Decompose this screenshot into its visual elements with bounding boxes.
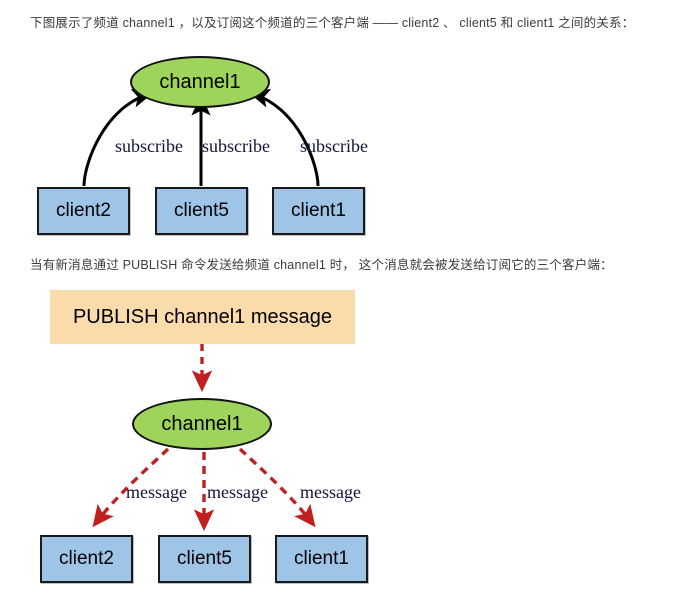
edge-label-message-2: message — [207, 482, 268, 502]
edge-client1-subscribe — [248, 88, 320, 187]
client-node-client1-subscribe[interactable]: client1 — [272, 187, 365, 235]
channel-node-subscribe[interactable]: channel1 — [130, 56, 270, 108]
publish-diagram: PUBLISH channel1 message channel1 messag… — [0, 286, 680, 602]
publish-diagram-edges — [92, 344, 316, 532]
publish-paragraph: 当有新消息通过 PUBLISH 命令发送给频道 channel1 时， 这个消息… — [30, 258, 613, 272]
edge-label-subscribe-1: subscribe — [115, 136, 183, 156]
channel-node-label: channel1 — [159, 70, 241, 93]
channel-node-label: channel1 — [161, 412, 243, 435]
client-node-client1-publish[interactable]: client1 — [275, 535, 368, 583]
intro-paragraph: 下图展示了频道 channel1 ，以及订阅这个频道的三个客户端 —— clie… — [30, 16, 635, 30]
client-node-label: client2 — [59, 548, 114, 569]
client-node-client5-subscribe[interactable]: client5 — [155, 187, 248, 235]
edge-label-subscribe-2: subscribe — [202, 136, 270, 156]
publish-command-label: PUBLISH channel1 message — [72, 305, 333, 328]
client-node-label: client5 — [174, 200, 229, 221]
client-node-client5-publish[interactable]: client5 — [158, 535, 251, 583]
client-node-label: client2 — [56, 200, 111, 221]
edge-label-message-3: message — [300, 482, 361, 502]
subscribe-diagram: channel1 subscribe subscribe subscribe c… — [0, 46, 680, 246]
subscribe-diagram-edges — [82, 88, 320, 187]
client-node-label: client1 — [291, 200, 346, 221]
client-node-client2-subscribe[interactable]: client2 — [37, 187, 130, 235]
edge-client2-subscribe — [82, 88, 154, 187]
client-node-label: client1 — [294, 548, 349, 569]
edge-message-client1 — [238, 447, 316, 528]
channel-node-publish[interactable]: channel1 — [132, 398, 272, 450]
publish-command-node[interactable]: PUBLISH channel1 message — [50, 290, 355, 344]
edge-label-message-1: message — [126, 482, 187, 502]
edge-message-client2 — [92, 447, 170, 528]
edge-label-subscribe-3: subscribe — [300, 136, 368, 156]
client-node-client2-publish[interactable]: client2 — [40, 535, 133, 583]
client-node-label: client5 — [177, 548, 232, 569]
